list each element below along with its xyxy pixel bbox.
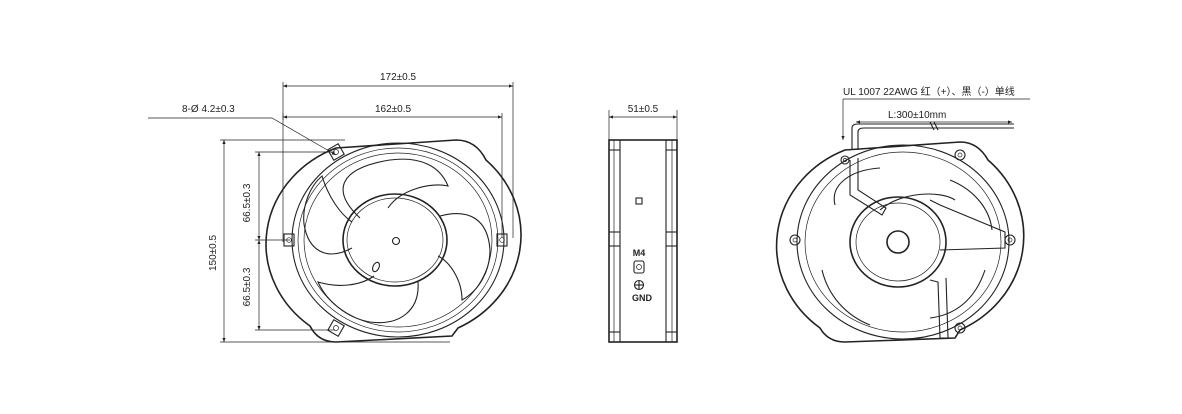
wire-length-label: L:300±10mm	[888, 110, 946, 121]
front-view: 172±0.5 162±0.5 8-Ø 4.2±0.3 150±0.5 66.5…	[148, 72, 522, 343]
rear-housing	[775, 141, 1025, 343]
mounting-hole-icon	[789, 234, 801, 246]
front-mounting-holes	[283, 143, 508, 337]
rear-hub	[849, 196, 947, 288]
front-fan-blades	[303, 158, 491, 324]
width-overall-label: 172±0.5	[380, 72, 417, 83]
mounting-hole-icon	[954, 149, 966, 161]
mounting-hole-icon	[283, 233, 295, 247]
rear-view: UL 1007 22AWG 红（+）、黑（-）单线 L:300±10mm	[775, 85, 1030, 343]
mounting-hole-icon	[327, 319, 345, 337]
hole-callout-leader	[148, 117, 337, 156]
side-housing	[608, 139, 678, 343]
screw-terminal-icon	[633, 260, 645, 274]
hole-callout-label: 8-Ø 4.2±0.3	[182, 104, 235, 115]
front-hub	[342, 193, 448, 287]
front-housing	[265, 139, 522, 343]
half-pitch-bottom-label: 66.5±0.3	[242, 267, 253, 306]
half-pitch-top-label: 66.5±0.3	[242, 183, 253, 222]
lead-wires	[851, 121, 1014, 150]
mounting-hole-icon	[496, 233, 508, 247]
mounting-hole-icon	[327, 143, 345, 161]
width-mount-label: 162±0.5	[375, 104, 412, 115]
screw-terminal-icon	[635, 197, 643, 205]
terminal-gnd-label: GND	[632, 293, 653, 303]
ground-symbol-icon	[633, 279, 645, 291]
mounting-hole-icon	[840, 155, 850, 165]
mounting-hole-icon	[1004, 234, 1016, 246]
height-overall-label: 150±0.5	[208, 235, 219, 272]
mounting-hole-icon	[954, 322, 966, 334]
terminal-m4-label: M4	[633, 248, 646, 258]
wire-spec-label: UL 1007 22AWG 红（+）、黑（-）单线	[843, 85, 1015, 98]
side-view: 51±0.5 M4	[608, 104, 678, 343]
rear-mounting-holes	[789, 149, 1016, 334]
side-terminals: M4 GND	[632, 197, 653, 303]
rear-struts-and-blades	[821, 158, 1006, 339]
depth-label: 51±0.5	[628, 104, 659, 115]
